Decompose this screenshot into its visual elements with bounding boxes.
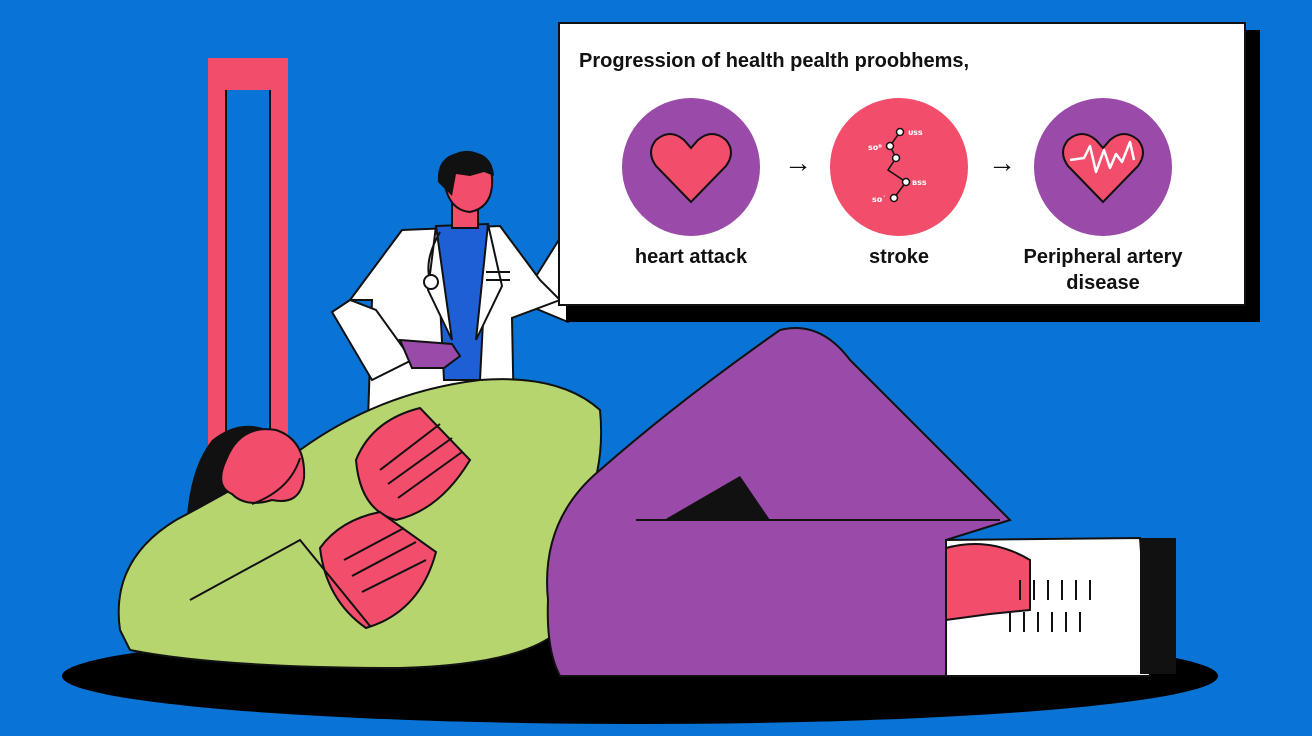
patient-upper-hand xyxy=(354,406,472,522)
arrow-right-icon: → xyxy=(988,147,1016,178)
stage-heart-attack: heart attack xyxy=(611,98,771,270)
patient-pants xyxy=(546,327,1012,677)
stroke-annotation: sᴏ˙ xyxy=(872,195,886,204)
stage-circle xyxy=(1034,98,1172,236)
stage-label: heart attack xyxy=(634,246,748,268)
arrow-right-icon: → xyxy=(784,147,812,178)
stage-circle: ᴜss sᴏᴮ ʙss sᴏ˙ xyxy=(830,98,968,236)
board-title: Progression of health pealth proobhems, xyxy=(579,50,970,72)
stroke-annotation: ᴜss xyxy=(908,128,923,137)
stroke-annotation: sᴏᴮ xyxy=(868,143,882,152)
info-board: Progression of health pealth proobhems, … xyxy=(558,22,1246,306)
neural-pathway-icon: ᴜss sᴏᴮ ʙss sᴏ˙ xyxy=(868,127,927,204)
heartbeat-heart-icon xyxy=(1062,133,1144,204)
heart-icon xyxy=(650,133,732,204)
stage-stroke: ᴜss sᴏᴮ ʙss sᴏ˙ stroke xyxy=(819,98,979,270)
stage-label: stroke xyxy=(868,246,930,268)
stroke-annotation: ʙss xyxy=(912,178,927,187)
stage-peripheral-artery-disease: Peripheral artery disease xyxy=(1023,98,1183,296)
door-frame xyxy=(208,58,288,478)
patient-figure xyxy=(117,327,1176,677)
stage-circle xyxy=(622,98,760,236)
stage-label: Peripheral artery disease xyxy=(1023,246,1183,294)
